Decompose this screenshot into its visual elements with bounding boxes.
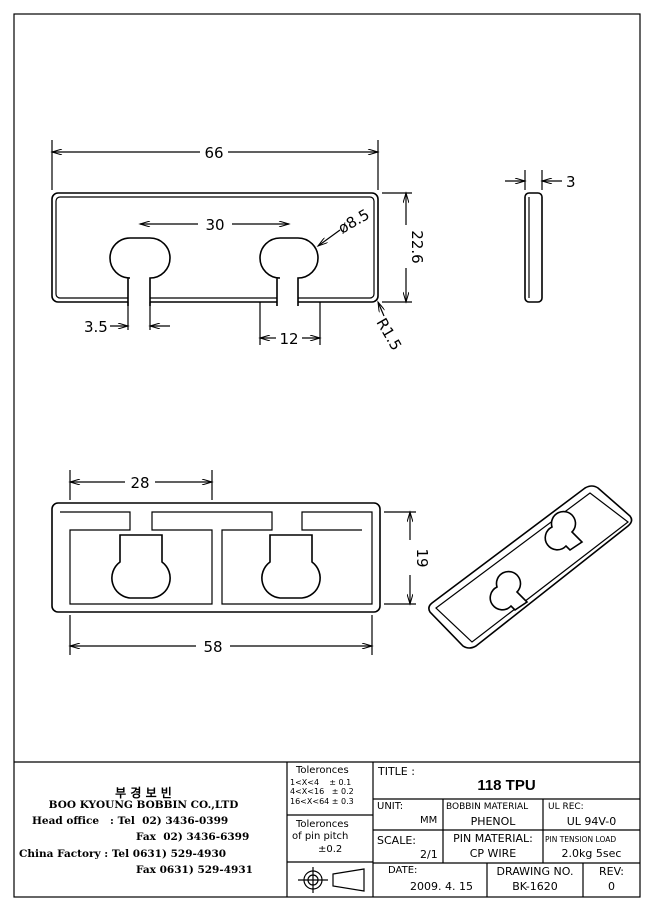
company-name: BOO KYOUNG BOBBIN CO.,LTD bbox=[48, 799, 239, 811]
ul-rec-value: UL 94V-0 bbox=[566, 815, 617, 828]
scale-value: 2/1 bbox=[420, 848, 438, 861]
dim-hole-diameter: ø8.5 bbox=[335, 205, 373, 237]
isometric-view bbox=[428, 485, 633, 649]
head-office-tel: Head office : Tel 02) 3436-0399 bbox=[32, 815, 229, 827]
pitch-tolerance-subtitle: of pin pitch bbox=[292, 831, 349, 842]
projection-symbol-icon bbox=[298, 867, 365, 893]
bottom-view: 28 19 58 bbox=[51, 470, 431, 656]
dim-3: 3 bbox=[566, 173, 576, 191]
rev-label: REV: bbox=[599, 865, 624, 878]
pin-tension-value: 2.0kg 5sec bbox=[561, 847, 622, 860]
dim-r1-5: R1.5 bbox=[373, 315, 406, 354]
title-block-grid bbox=[14, 761, 640, 897]
pin-material-label: PIN MATERIAL: bbox=[453, 832, 533, 845]
bobbin-material-value: PHENOL bbox=[470, 815, 516, 828]
date-value: 2009. 4. 15 bbox=[410, 880, 473, 893]
china-factory-fax: Fax 0631) 529-4931 bbox=[136, 864, 253, 876]
drawing-title: 118 TPU bbox=[477, 777, 536, 794]
pin-tension-label: PIN TENSION LOAD bbox=[545, 835, 617, 844]
dim-58: 58 bbox=[203, 638, 222, 656]
china-factory-tel: China Factory : Tel 0631) 529-4930 bbox=[19, 848, 227, 860]
dim-3-5: 3.5 bbox=[84, 318, 108, 336]
dim-19: 19 bbox=[413, 548, 431, 567]
keyhole-left-bottom bbox=[111, 534, 171, 599]
pitch-tolerance-value: ±0.2 bbox=[318, 844, 343, 855]
rev-value: 0 bbox=[608, 880, 615, 893]
tolerance-row: 1<X<4 ± 0.1 bbox=[290, 778, 352, 787]
top-view: 66 30 ø8.5 22.6 3.5 12 R1.5 bbox=[52, 140, 426, 354]
unit-value: MM bbox=[420, 815, 438, 826]
drawing-no-label: DRAWING NO. bbox=[496, 865, 574, 878]
dim-28: 28 bbox=[130, 474, 149, 492]
bobbin-material-label: BOBBIN MATERIAL bbox=[446, 802, 529, 812]
iso-keyhole-right bbox=[544, 510, 584, 552]
scale-label: SCALE: bbox=[377, 834, 416, 847]
iso-keyhole-left bbox=[489, 570, 529, 612]
tolerance-row: 4<X<16 ± 0.2 bbox=[290, 787, 354, 796]
dim-12: 12 bbox=[279, 330, 298, 348]
title-label: TITLE : bbox=[378, 765, 415, 778]
date-label: DATE: bbox=[388, 865, 418, 876]
unit-label: UNIT: bbox=[377, 801, 404, 812]
tolerance-row: 16<X<64 ± 0.3 bbox=[290, 797, 354, 806]
dim-30: 30 bbox=[205, 216, 224, 234]
company-korean-name: 부 경 보 빈 bbox=[115, 786, 172, 800]
drawing-no-value: BK-1620 bbox=[512, 880, 558, 893]
sheet-border bbox=[13, 13, 641, 898]
ul-rec-label: UL REC: bbox=[548, 802, 584, 812]
keyhole-right-bottom bbox=[261, 534, 321, 599]
side-view: 3 bbox=[505, 170, 576, 303]
tolerances-title: Toleronces bbox=[296, 765, 349, 776]
keyhole-left bbox=[109, 237, 171, 306]
dim-22-6: 22.6 bbox=[408, 230, 426, 263]
keyhole-right bbox=[259, 237, 319, 306]
head-office-fax: Fax 02) 3436-6399 bbox=[136, 831, 250, 843]
pitch-tolerance-title: Toleronces bbox=[296, 819, 349, 830]
dim-66: 66 bbox=[204, 144, 223, 162]
pin-material-value: CP WIRE bbox=[469, 847, 517, 860]
